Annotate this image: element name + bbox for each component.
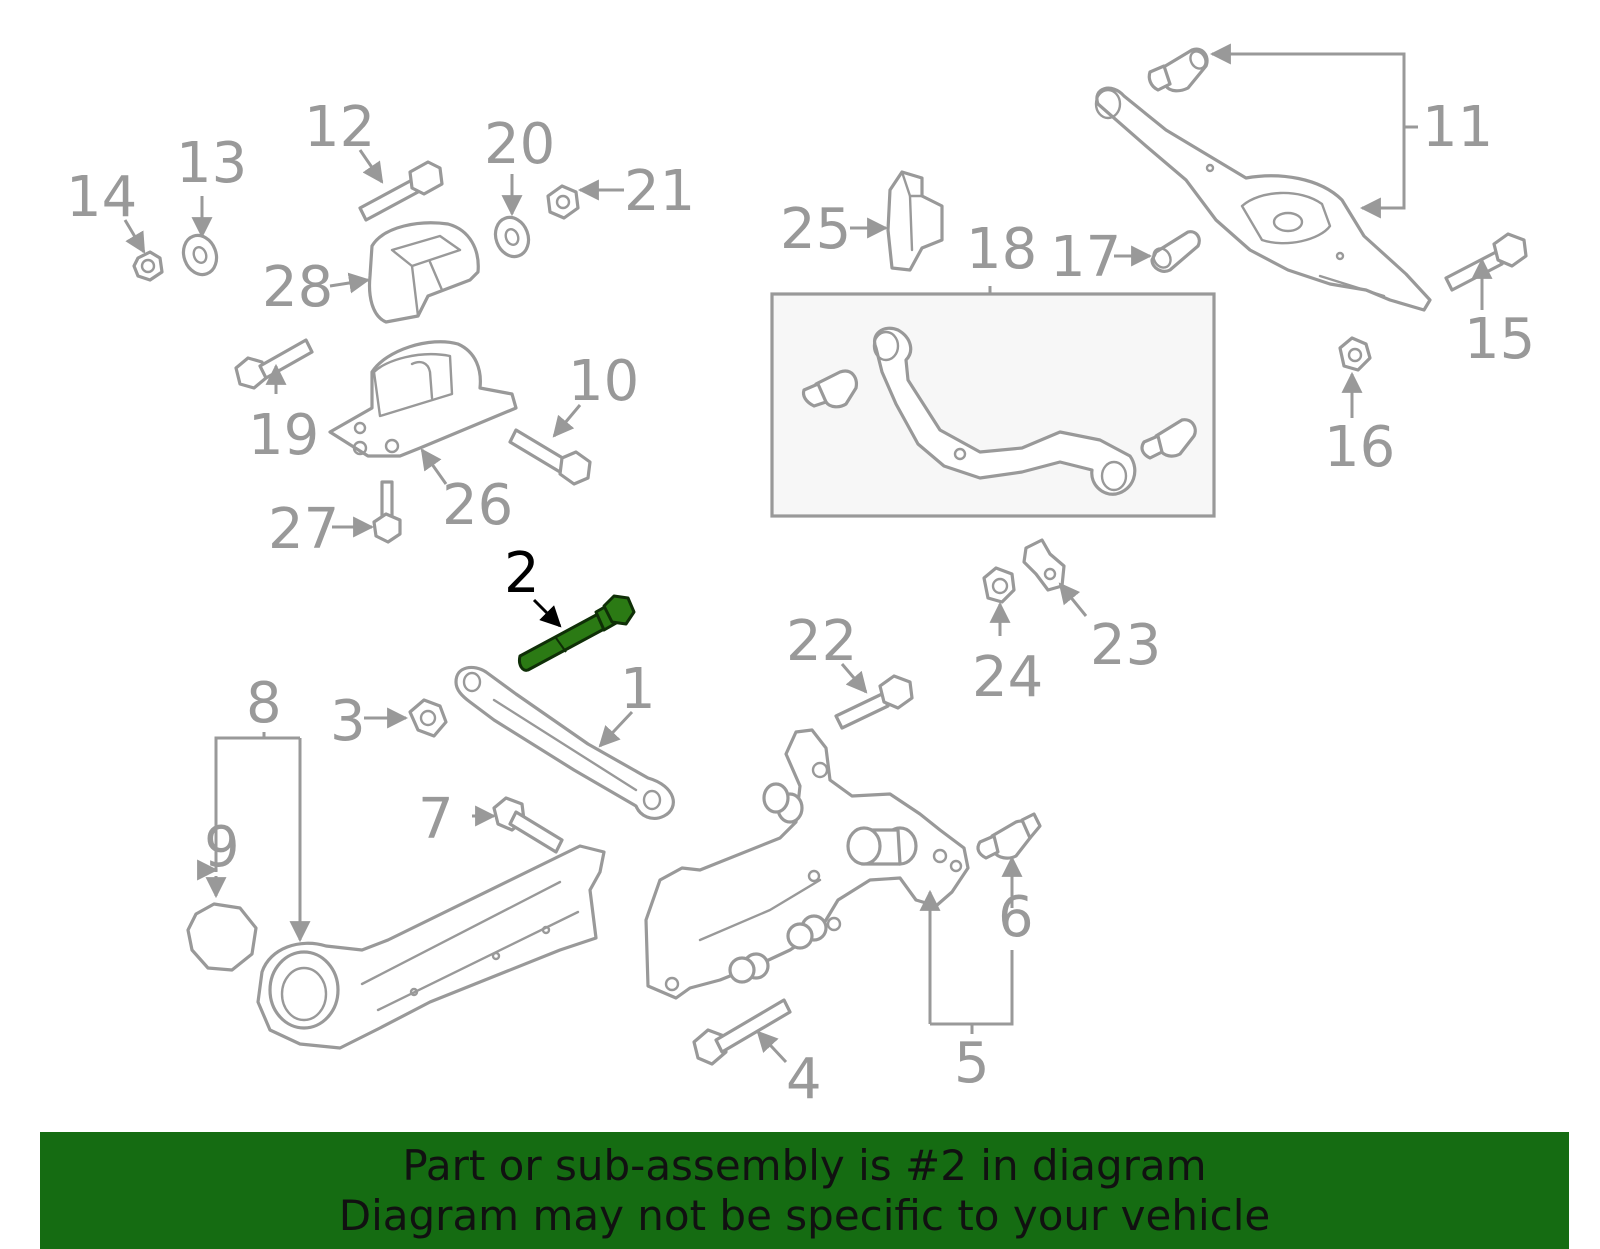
label-8: 8	[246, 671, 282, 736]
part-25-bracket	[886, 170, 944, 272]
part-13-washer	[181, 233, 219, 277]
label-23: 23	[1090, 613, 1161, 678]
part-18-assembly-box	[770, 292, 1216, 518]
label-17: 17	[1050, 225, 1121, 290]
part-6-bushing	[976, 812, 1042, 860]
label-7: 7	[418, 787, 454, 852]
part-4-bolt	[692, 998, 792, 1066]
label-14: 14	[66, 165, 137, 230]
label-4: 4	[786, 1047, 822, 1112]
label-26: 26	[442, 473, 513, 538]
part-19-bolt	[234, 338, 314, 390]
part-21-nut	[546, 184, 580, 220]
label-24: 24	[972, 645, 1043, 710]
label-11: 11	[1422, 95, 1493, 160]
part-8-trailing-arm	[256, 844, 606, 1050]
label-28: 28	[262, 255, 333, 320]
part-26-mount	[328, 340, 518, 458]
part-11-bushing	[1147, 47, 1209, 93]
label-3: 3	[330, 689, 366, 754]
info-banner: Part or sub-assembly is #2 in diagram Di…	[40, 1132, 1569, 1249]
label-6: 6	[998, 885, 1034, 950]
part-9-cap	[186, 902, 258, 972]
part-28-insulator	[367, 221, 480, 324]
part-24-nut	[982, 566, 1016, 604]
part-7-bolt	[492, 796, 564, 854]
label-10: 10	[568, 349, 639, 414]
part-15-bolt	[1444, 232, 1528, 292]
label-9: 9	[204, 815, 240, 880]
part-5-knuckle	[644, 728, 970, 1000]
part-10-bolt	[508, 428, 592, 486]
label-25: 25	[780, 197, 851, 262]
label-13: 13	[176, 131, 247, 196]
part-27-bolt	[372, 480, 402, 544]
label-18: 18	[966, 217, 1037, 282]
banner-line-1: Part or sub-assembly is #2 in diagram	[402, 1140, 1207, 1190]
part-22-bolt	[834, 674, 914, 730]
label-2: 2	[504, 541, 540, 606]
label-19: 19	[248, 403, 319, 468]
label-21: 21	[624, 159, 695, 224]
leader-lines	[123, 43, 1493, 1064]
label-27: 27	[268, 497, 339, 562]
part-16-nut	[1338, 336, 1372, 372]
label-20: 20	[484, 112, 555, 177]
part-2-bolt-highlighted	[518, 594, 636, 672]
part-11-control-arm	[1094, 86, 1432, 312]
label-16: 16	[1324, 415, 1395, 480]
label-22: 22	[786, 609, 857, 674]
part-17-bushing	[1150, 230, 1201, 273]
part-14-nut	[132, 250, 164, 282]
callout-labels: 14 13 12 20 21 28 19 10 26 27 25 18 17 1…	[66, 95, 1535, 1112]
label-1: 1	[620, 657, 656, 722]
part-20-washer	[493, 215, 531, 259]
label-12: 12	[304, 95, 375, 160]
part-3-nut	[408, 698, 448, 738]
part-1-lateral-link	[454, 665, 675, 820]
banner-line-2: Diagram may not be specific to your vehi…	[338, 1190, 1271, 1240]
part-23-plate	[1022, 538, 1066, 592]
label-5: 5	[954, 1031, 990, 1096]
label-15: 15	[1464, 307, 1535, 372]
part-12-bolt	[358, 160, 444, 222]
